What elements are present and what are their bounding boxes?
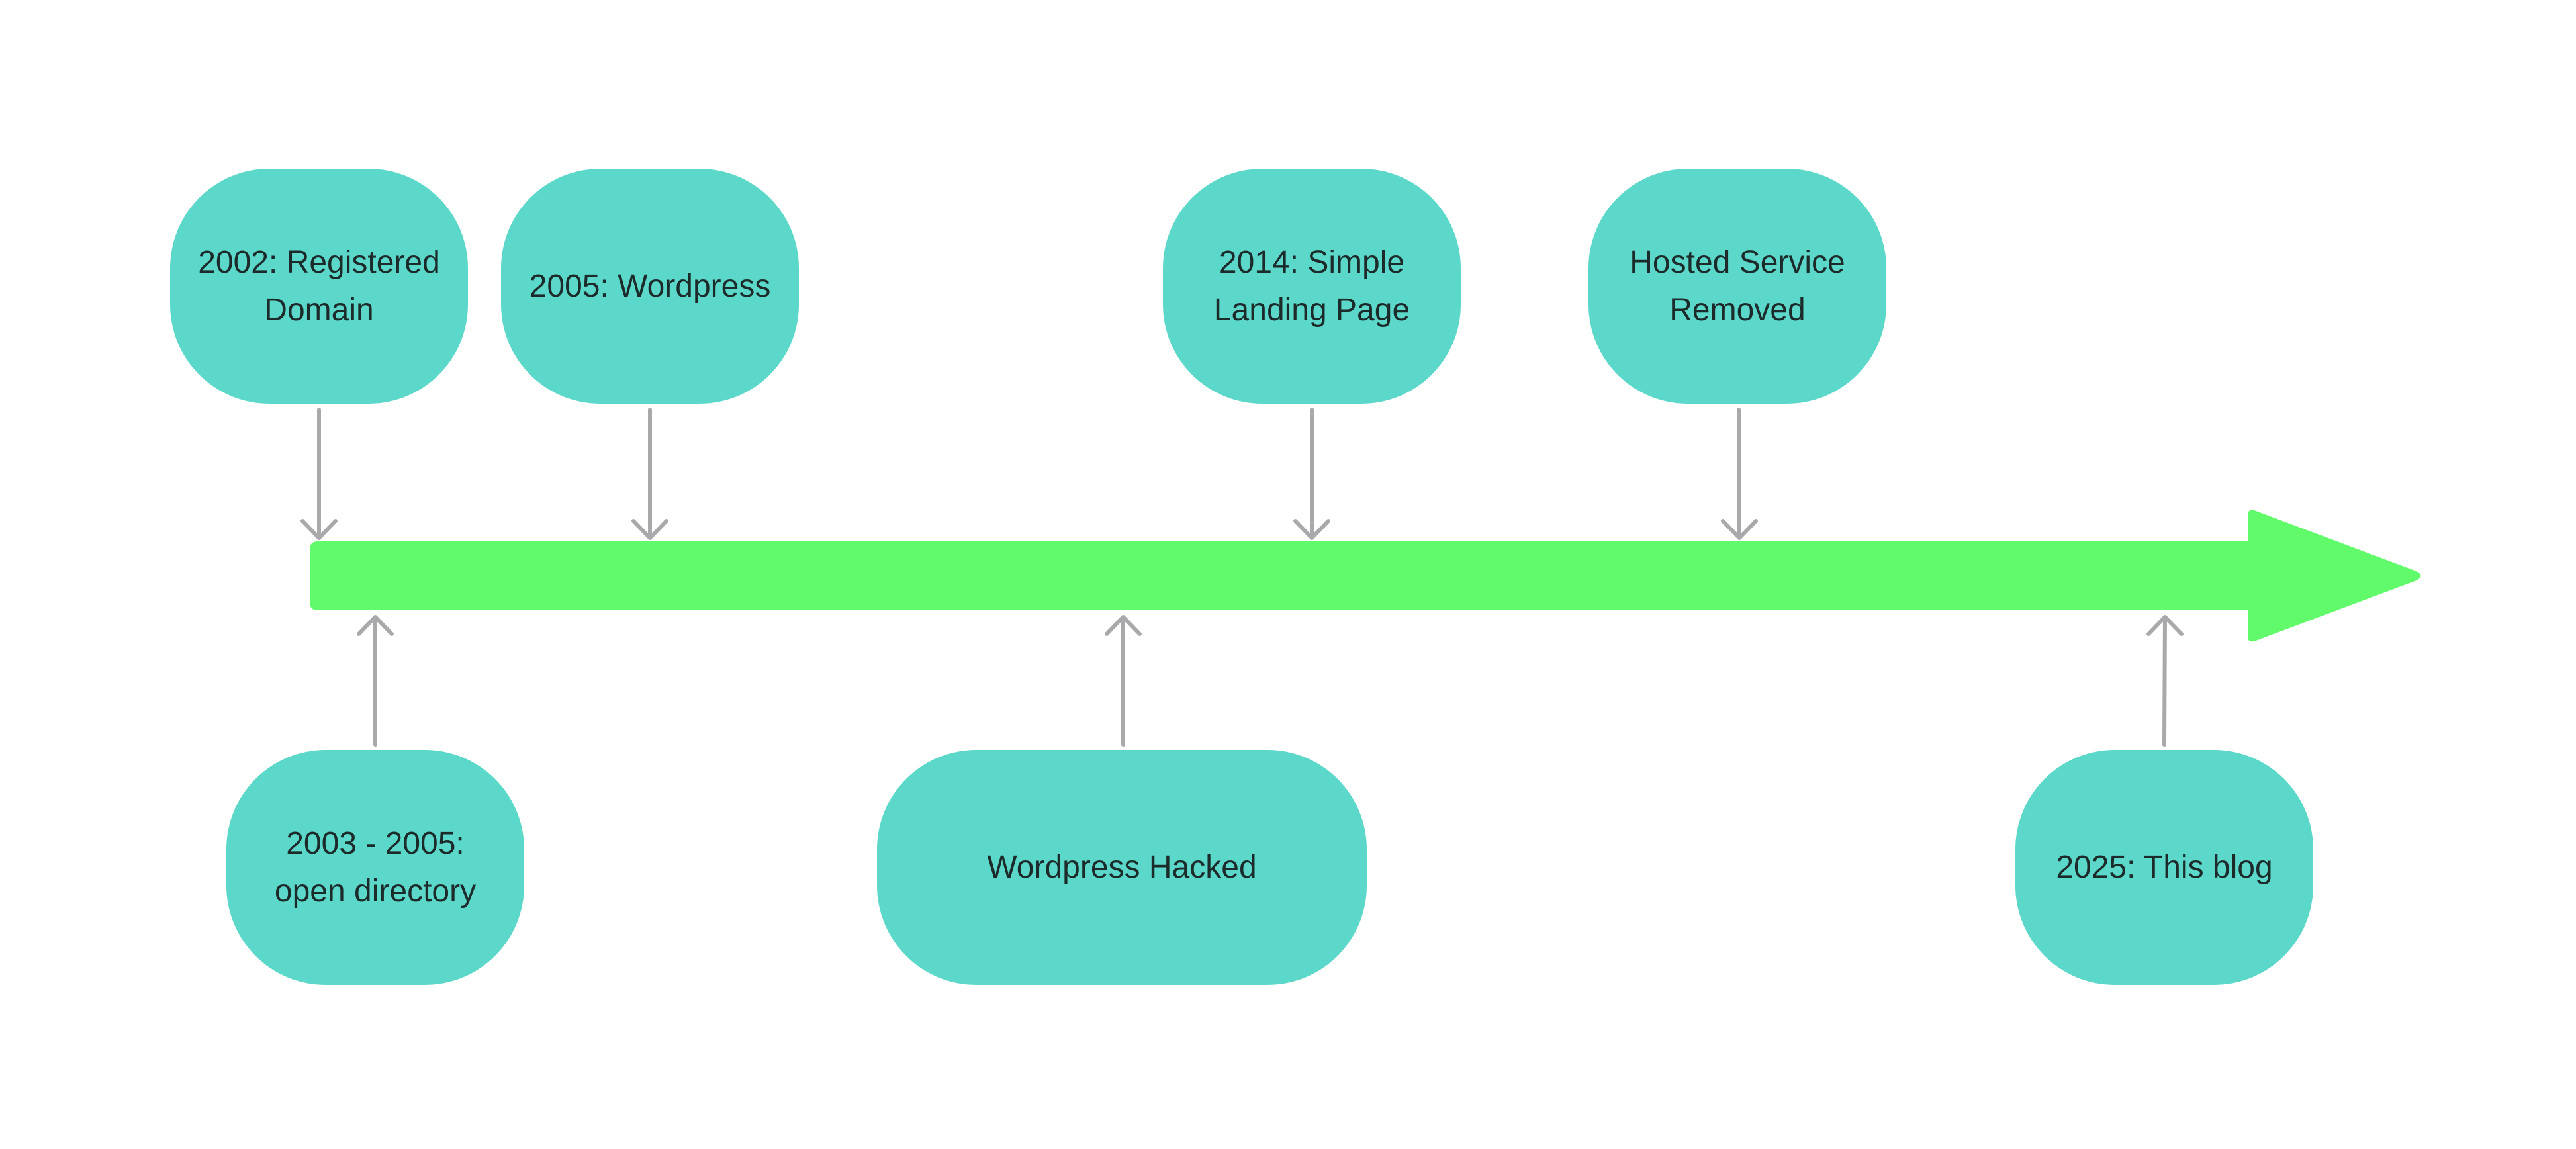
arrow-down-icon bbox=[1721, 408, 1758, 540]
arrow-up-icon bbox=[357, 615, 394, 747]
arrow-down-icon bbox=[300, 408, 338, 540]
event-hosted-service-removed: Hosted Service Removed bbox=[1588, 169, 1886, 404]
event-wordpress-hacked: Wordpress Hacked bbox=[877, 750, 1367, 985]
event-this-blog: 2025: This blog bbox=[2015, 750, 2313, 985]
arrow-down-icon bbox=[1293, 408, 1330, 540]
arrow-up-icon bbox=[2146, 615, 2184, 747]
event-simple-landing-page: 2014: Simple Landing Page bbox=[1163, 169, 1461, 404]
timeline-arrow bbox=[310, 510, 2421, 642]
event-registered-domain: 2002: Registered Domain bbox=[170, 169, 468, 404]
arrow-right-icon bbox=[310, 510, 2421, 642]
arrow-up-icon bbox=[1105, 615, 1142, 747]
event-wordpress: 2005: Wordpress bbox=[501, 169, 799, 404]
event-open-directory: 2003 - 2005: open directory bbox=[226, 750, 524, 985]
arrow-down-icon bbox=[631, 408, 668, 540]
